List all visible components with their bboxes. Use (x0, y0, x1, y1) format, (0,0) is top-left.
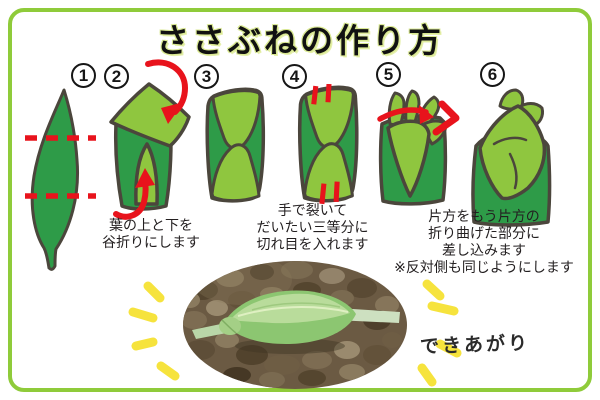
step-4-caption: 手で裂いて だいたい三等分に 切れ目を入れます (256, 202, 369, 252)
step-3-leaf-illustration (205, 87, 266, 203)
step-6-number: 6 (480, 62, 505, 87)
cut-marks (311, 84, 340, 205)
step-6-leaf-illustration (471, 88, 552, 227)
step-5-6-caption: 片方をもう片方の 折り曲げた部分に 差し込みます ※反対側も同じようにします (394, 208, 574, 275)
page-title: ささぶねの作り方 (156, 22, 444, 59)
step-2-caption: 葉の上と下を 谷折りにします (102, 217, 200, 250)
sparkle-decoration (128, 279, 462, 387)
fold-arrow-top (145, 59, 189, 124)
leaf-boat (192, 290, 400, 354)
step-1-leaf-illustration (25, 88, 96, 271)
result-label: できあがり (419, 333, 531, 358)
fold-line-marks (25, 135, 96, 199)
fold-arrow-bottom (113, 168, 155, 220)
step-2-number: 2 (104, 64, 129, 89)
step-1-number: 1 (71, 63, 96, 88)
step-5-leaf-illustration (377, 89, 460, 206)
result-photo (183, 261, 407, 389)
knot-crease-lines (492, 136, 528, 190)
pebble-background (183, 261, 407, 389)
step-2-leaf-illustration (109, 59, 191, 220)
step-3-number: 3 (194, 64, 219, 89)
step-4-number: 4 (282, 64, 307, 89)
step-4-leaf-illustration (297, 84, 359, 205)
insert-arrow (377, 100, 460, 136)
step-5-number: 5 (376, 62, 401, 87)
